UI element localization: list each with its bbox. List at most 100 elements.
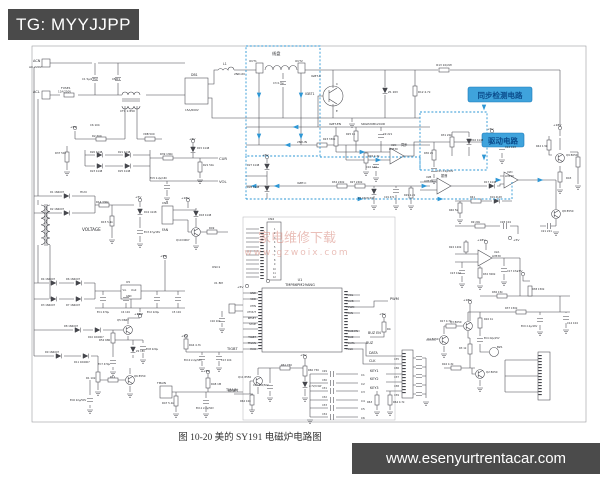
- flow-arrow: [292, 124, 299, 130]
- schematic-graphic: [463, 321, 473, 331]
- component-label: R27 240k: [350, 180, 363, 184]
- coil-highlight-box: [245, 45, 321, 157]
- component-label: C33: [322, 403, 327, 407]
- component-label: KEY2: [370, 377, 379, 381]
- sync-callout: [467, 86, 533, 103]
- drive-callout: [481, 132, 525, 148]
- component-label: C10 102: [366, 165, 377, 169]
- tmain-sensor: [159, 385, 173, 399]
- wires-layer: [33, 62, 579, 418]
- component-label: SRGP20B120UD: [361, 122, 386, 126]
- schematic-graphic: [415, 374, 423, 378]
- schematic-graphic: [94, 391, 102, 396]
- component-label: 1: [274, 228, 276, 231]
- igbt: [322, 85, 344, 107]
- component-label: R36 15k: [492, 290, 503, 294]
- schematic-graphic: [450, 365, 462, 371]
- schematic-graphic: [123, 325, 133, 335]
- component-label: R60 750: [308, 368, 319, 372]
- component-label: KEY1: [370, 369, 379, 373]
- component-label: DC2 4148: [144, 210, 157, 214]
- component-label: IGBT-C: [297, 181, 306, 185]
- component-label: U2B: [426, 175, 432, 179]
- coil-terminal-out1: [255, 62, 264, 74]
- figure-caption: 图 10-20 美的 SY191 电磁炉电路图: [178, 433, 322, 443]
- component-label: D7 1N4007: [66, 303, 81, 307]
- component-label: BZ1: [497, 345, 503, 349]
- component-label: C14 104: [567, 321, 578, 325]
- component-label: EC11 2.2μ/50V: [196, 407, 214, 410]
- component-label: 12A/250V: [58, 90, 71, 94]
- watermark-tag: TG: MYYJJPP: [8, 9, 139, 40]
- schematic-graphic: [190, 146, 196, 153]
- cooking-coil: [264, 65, 298, 71]
- component-label: C35: [394, 357, 399, 361]
- component-label: R29 2.2k: [404, 193, 416, 197]
- component-label: R41: [470, 195, 475, 199]
- schematic-graphic: [488, 183, 495, 189]
- component-label: TMAIN: [225, 388, 238, 392]
- component-label: TIGBT: [226, 347, 239, 351]
- schematic-graphic: [547, 222, 551, 230]
- component-label: +5V: [237, 285, 244, 289]
- schematic-graphic: [245, 156, 513, 200]
- schematic-graphic: [306, 419, 314, 424]
- wires-drive: [246, 70, 430, 204]
- schematic-graphic: [415, 383, 423, 387]
- flow-arrow: [437, 196, 444, 202]
- component-label: TIGBT: [248, 335, 256, 339]
- component-label: +5V: [262, 153, 269, 157]
- schematic-graphic: [110, 332, 116, 344]
- component-label: C2: [361, 382, 365, 386]
- schematic-graphic: [95, 371, 101, 383]
- component-label: C4 104: [121, 310, 130, 314]
- schematic-graphic: [316, 142, 328, 148]
- component-label: D20 4148: [90, 150, 103, 154]
- schematic-graphic: [50, 280, 57, 286]
- component-label: C21 221: [541, 229, 552, 233]
- schematic-graphic: [173, 395, 179, 407]
- component-label: Q2 8050: [486, 370, 498, 374]
- schematic-graphic: [130, 346, 136, 353]
- component-label: Vin: [123, 289, 127, 292]
- watermark-line1: 家电维修下载: [258, 230, 336, 246]
- component-label: R43: [566, 176, 572, 180]
- component-label: 线盘: [272, 50, 280, 56]
- component-label: XTOUT: [247, 310, 256, 314]
- schematic-graphic: [193, 210, 199, 217]
- wires-psu: [34, 260, 185, 312]
- schematic-graphic: [336, 183, 348, 189]
- component-label: 7: [274, 254, 276, 257]
- component-label: C29: [322, 369, 327, 373]
- component-label: CUR: [219, 156, 227, 161]
- component-label: R49: [209, 226, 215, 230]
- schematic-graphic: [354, 183, 366, 189]
- schematic-graphic: [445, 323, 457, 329]
- component-label: VOL: [219, 179, 228, 184]
- component-label: DATA: [369, 351, 378, 355]
- component-label: C3: [361, 390, 365, 394]
- component-label: +18V: [477, 238, 486, 242]
- component-label: C6 104: [90, 123, 100, 127]
- schematic-graphic: [301, 397, 309, 402]
- cn2-connector: [266, 221, 282, 281]
- component-label: EC10 2.2μ/50V: [184, 359, 202, 362]
- component-label: R2 300: [92, 134, 102, 138]
- schematic-graphic: [50, 296, 57, 302]
- component-label: DATA: [348, 341, 355, 345]
- schematic-graphic: [242, 216, 396, 421]
- component-label: D21 4148: [118, 150, 131, 154]
- schematic-graphic: [328, 86, 338, 106]
- component-label: OUT1: [249, 59, 257, 63]
- frame-layer: [31, 45, 587, 423]
- component-label: +5V: [379, 312, 386, 316]
- flow-arrow: [256, 92, 262, 99]
- component-label: 15A/600V: [185, 108, 199, 112]
- schematic-graphic: [330, 413, 334, 421]
- schematic-graphic: [330, 387, 334, 395]
- component-label: +5V: [189, 137, 196, 141]
- schematic-graphic: [467, 343, 473, 355]
- schematic-graphic: [476, 285, 484, 290]
- schematic-graphic: [99, 297, 107, 301]
- component-label: D15 4148: [197, 146, 210, 150]
